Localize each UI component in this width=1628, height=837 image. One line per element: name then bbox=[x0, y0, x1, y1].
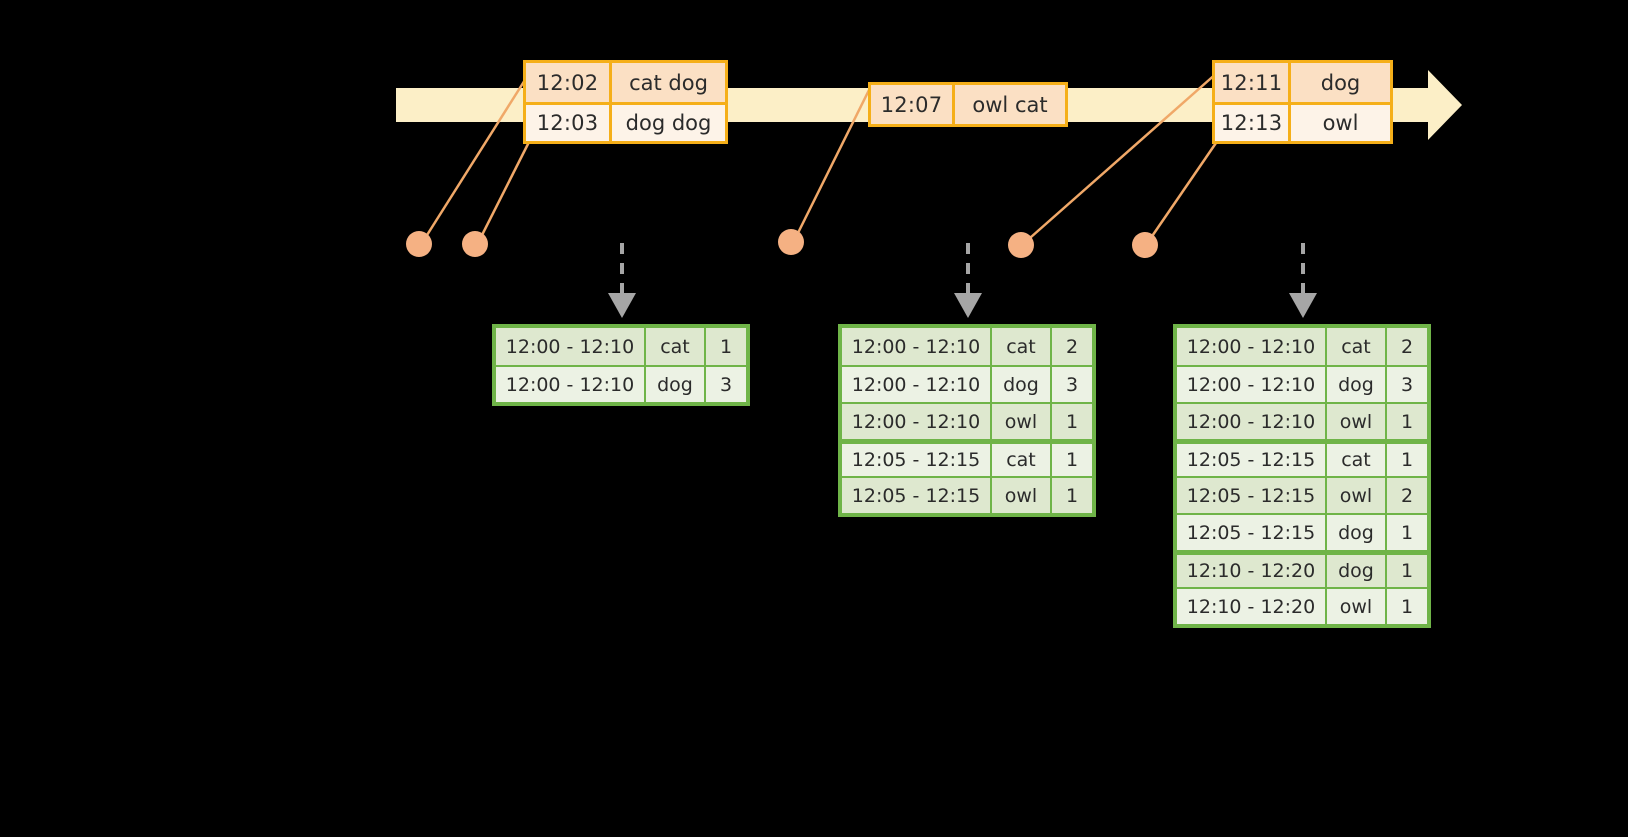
window-cell: 12:00 - 12:10 bbox=[842, 367, 992, 402]
window-cell: 12:00 - 12:10 bbox=[1177, 404, 1327, 439]
event-payload: dog bbox=[1320, 70, 1361, 95]
event-time: 12:11 bbox=[1215, 63, 1291, 102]
table-row[interactable]: 12:05 - 12:15 cat 1 bbox=[842, 439, 1092, 476]
table-row[interactable]: 12:00 - 12:10 dog 3 bbox=[842, 365, 1092, 402]
table-row[interactable]: 12:00 - 12:10 dog 3 bbox=[1177, 365, 1427, 402]
event-marker-1-dot bbox=[406, 231, 432, 257]
key-cell: cat bbox=[992, 328, 1052, 365]
event-marker-2-dot bbox=[462, 231, 488, 257]
window-cell: 12:05 - 12:15 bbox=[842, 478, 992, 513]
event-group-1[interactable]: 12:02 cat dog 12:03 dog dog bbox=[523, 60, 728, 144]
result-table-2[interactable]: 12:00 - 12:10 cat 2 12:00 - 12:10 dog 3 … bbox=[838, 324, 1096, 517]
key-cell: owl bbox=[992, 478, 1052, 513]
connector-line-5 bbox=[1144, 139, 1220, 246]
event-time: 12:13 bbox=[1215, 105, 1291, 141]
window-cell: 12:00 - 12:10 bbox=[1177, 328, 1327, 365]
table-row[interactable]: 12:05 - 12:15 dog 1 bbox=[1177, 513, 1427, 550]
table-row[interactable]: 12:05 - 12:15 owl 1 bbox=[842, 476, 1092, 513]
key-cell: owl bbox=[1327, 478, 1387, 513]
window-cell: 12:05 - 12:15 bbox=[1177, 444, 1327, 476]
table-row[interactable]: 12:10 - 12:20 dog 1 bbox=[1177, 550, 1427, 587]
event-payload: cat dog bbox=[629, 70, 708, 95]
key-cell: owl bbox=[992, 404, 1052, 439]
table-row[interactable]: 12:00 - 12:10 owl 1 bbox=[842, 402, 1092, 439]
connector-line-3 bbox=[791, 83, 874, 244]
emit-arrow-3-head bbox=[1289, 293, 1317, 318]
emit-arrow-1-head bbox=[608, 293, 636, 318]
event-row[interactable]: 12:11 dog bbox=[1215, 63, 1390, 102]
count-cell: 1 bbox=[1065, 449, 1079, 471]
window-cell: 12:00 - 12:10 bbox=[842, 404, 992, 439]
connector-line-1 bbox=[420, 71, 532, 244]
window-cell: 12:00 - 12:10 bbox=[1177, 367, 1327, 402]
event-dots bbox=[406, 229, 1158, 258]
event-group-3[interactable]: 12:11 dog 12:13 owl bbox=[1212, 60, 1393, 144]
key-cell: cat bbox=[646, 328, 706, 365]
key-cell: dog bbox=[992, 367, 1052, 402]
count-cell: 1 bbox=[1400, 410, 1414, 433]
event-time: 12:03 bbox=[526, 105, 612, 141]
key-cell: dog bbox=[1327, 515, 1387, 550]
window-cell: 12:10 - 12:20 bbox=[1177, 555, 1327, 587]
count-cell: 2 bbox=[1400, 335, 1414, 358]
table-row[interactable]: 12:05 - 12:15 owl 2 bbox=[1177, 476, 1427, 513]
table-row[interactable]: 12:00 - 12:10 owl 1 bbox=[1177, 402, 1427, 439]
key-cell: dog bbox=[646, 367, 706, 402]
count-cell: 1 bbox=[1400, 560, 1414, 582]
window-cell: 12:05 - 12:15 bbox=[1177, 515, 1327, 550]
emit-arrow-2-head bbox=[954, 293, 982, 318]
count-cell: 1 bbox=[1065, 410, 1079, 433]
count-cell: 3 bbox=[1400, 373, 1414, 396]
key-cell: owl bbox=[1327, 404, 1387, 439]
event-group-2[interactable]: 12:07 owl cat bbox=[868, 82, 1068, 127]
connector-line-2 bbox=[476, 139, 532, 244]
event-row[interactable]: 12:07 owl cat bbox=[871, 85, 1065, 124]
key-cell: dog bbox=[1327, 555, 1387, 587]
table-row[interactable]: 12:00 - 12:10 dog 3 bbox=[496, 365, 746, 402]
window-cell: 12:00 - 12:10 bbox=[842, 328, 992, 365]
window-cell: 12:00 - 12:10 bbox=[496, 328, 646, 365]
table-row[interactable]: 12:00 - 12:10 cat 2 bbox=[842, 328, 1092, 365]
key-cell: owl bbox=[1327, 589, 1387, 624]
event-row[interactable]: 12:13 owl bbox=[1215, 102, 1390, 141]
window-cell: 12:05 - 12:15 bbox=[842, 444, 992, 476]
window-cell: 12:00 - 12:10 bbox=[496, 367, 646, 402]
event-row[interactable]: 12:03 dog dog bbox=[526, 102, 725, 141]
event-time: 12:02 bbox=[526, 63, 612, 102]
event-time: 12:07 bbox=[871, 85, 955, 124]
count-cell: 2 bbox=[1065, 335, 1079, 358]
count-cell: 3 bbox=[719, 373, 733, 396]
count-cell: 1 bbox=[1400, 595, 1414, 618]
key-cell: cat bbox=[1327, 444, 1387, 476]
table-row[interactable]: 12:05 - 12:15 cat 1 bbox=[1177, 439, 1427, 476]
table-row[interactable]: 12:00 - 12:10 cat 1 bbox=[496, 328, 746, 365]
event-marker-3-dot bbox=[778, 229, 804, 255]
count-cell: 1 bbox=[1400, 521, 1414, 544]
table-row[interactable]: 12:10 - 12:20 owl 1 bbox=[1177, 587, 1427, 624]
event-payload: owl bbox=[1322, 111, 1359, 135]
count-cell: 1 bbox=[719, 335, 733, 358]
result-table-3[interactable]: 12:00 - 12:10 cat 2 12:00 - 12:10 dog 3 … bbox=[1173, 324, 1431, 628]
result-table-1[interactable]: 12:00 - 12:10 cat 1 12:00 - 12:10 dog 3 bbox=[492, 324, 750, 406]
emit-arrows bbox=[620, 243, 1305, 296]
key-cell: cat bbox=[1327, 328, 1387, 365]
count-cell: 1 bbox=[1400, 449, 1414, 471]
count-cell: 2 bbox=[1400, 484, 1414, 507]
event-marker-5-dot bbox=[1132, 232, 1158, 258]
key-cell: dog bbox=[1327, 367, 1387, 402]
window-cell: 12:10 - 12:20 bbox=[1177, 589, 1327, 624]
count-cell: 3 bbox=[1065, 373, 1079, 396]
event-row[interactable]: 12:02 cat dog bbox=[526, 63, 725, 102]
table-row[interactable]: 12:00 - 12:10 cat 2 bbox=[1177, 328, 1427, 365]
count-cell: 1 bbox=[1065, 484, 1079, 507]
emit-arrowheads bbox=[608, 293, 1317, 318]
event-payload: owl cat bbox=[972, 92, 1048, 117]
event-payload: dog dog bbox=[625, 111, 712, 135]
key-cell: cat bbox=[992, 444, 1052, 476]
window-cell: 12:05 - 12:15 bbox=[1177, 478, 1327, 513]
event-marker-4-dot bbox=[1008, 232, 1034, 258]
